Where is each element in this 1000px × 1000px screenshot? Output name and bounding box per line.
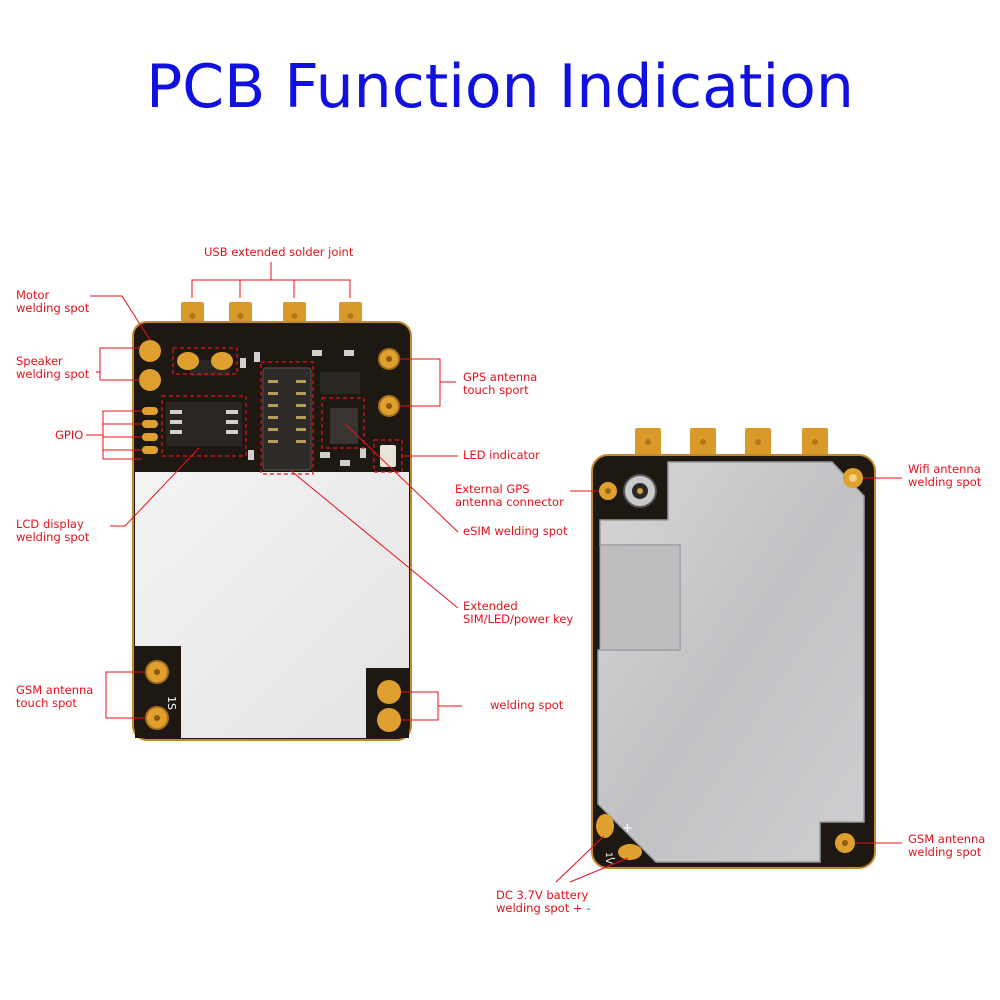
label-wifi-antenna-welding-spot: Wifi antenna welding spot [908,462,982,489]
motor-pad [139,340,161,362]
gpio-pads [142,407,158,454]
label-esim-welding-spot: eSIM welding spot [463,524,568,538]
label-lcd-display-welding-spot: LCD display welding spot [16,517,90,544]
label-usb-solder-joint: USB extended solder joint [204,245,354,259]
front-board: 1S [132,302,412,741]
label-gsm-antenna-touch-spot: GSM antenna touch spot [16,683,94,710]
rf-shield [597,461,865,863]
label-external-gps-connector: External GPS antenna connector [455,482,564,509]
label-battery-welding-spot: DC 3.7V battery welding spot + - [496,888,591,915]
label-gsm-antenna-welding-spot: GSM antenna welding spot [908,832,986,859]
led-indicator [380,445,396,467]
label-speaker-welding-spot: Speaker welding spot [16,354,90,381]
label-gpio: GPIO [55,428,84,442]
batt-plus-mark: + [622,821,633,836]
diagram-title: PCB Function Indication [146,52,854,122]
back-board: + - 1V [591,428,876,869]
leader-lines [86,262,902,883]
label-welding-spot: welding spot [490,698,564,712]
batt-minus-mark: - [611,851,616,866]
silkscreen-corner: 1S [165,696,178,710]
label-gps-antenna-touch-sport: GPS antenna touch sport [463,370,538,397]
label-led-indicator: LED indicator [463,448,540,462]
speaker-pad [139,369,161,391]
batt-voltage-mark: 1V [603,852,613,865]
label-motor-welding-spot: Motor welding spot [16,288,90,315]
label-extended-sim-led-power-key: Extended SIM/LED/power key [463,599,574,626]
